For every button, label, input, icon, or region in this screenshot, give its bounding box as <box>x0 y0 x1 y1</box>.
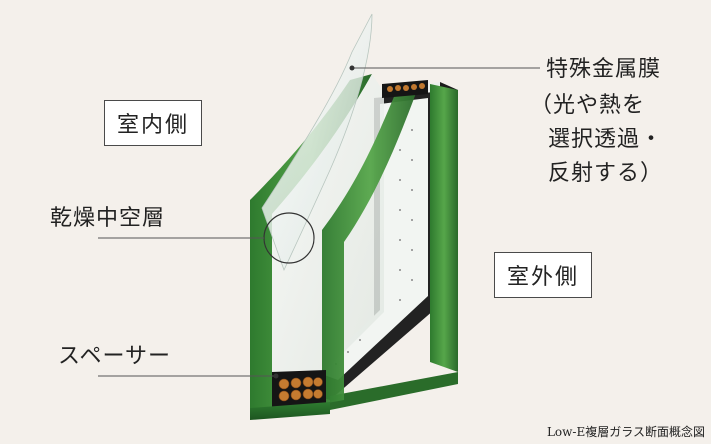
hollow-air-space <box>316 98 428 380</box>
spacer-leader-dot <box>273 373 279 379</box>
special-metal-film-sheet <box>261 13 373 272</box>
spacer-label: スペーサー <box>58 344 172 369</box>
metal-film-desc-1: （光や熱を <box>530 93 646 118</box>
metal-film-leader-dot <box>349 65 355 71</box>
diagram-caption: Low-E複層ガラス断面概念図 <box>546 425 705 439</box>
metal-film-title: 特殊金属膜 <box>546 57 662 82</box>
outdoor-side-label: 室外側 <box>494 252 593 298</box>
metal-film-desc-3: 反射する） <box>548 161 664 186</box>
indoor-side-label: 室内側 <box>104 100 203 146</box>
outer-pane-bottom-edge <box>330 372 458 410</box>
dry-hollow-layer-label: 乾燥中空層 <box>50 206 166 231</box>
bottom-desiccant <box>278 376 323 402</box>
bottom-green-base <box>250 402 330 420</box>
outer-pane-green-edge <box>430 84 458 372</box>
metal-film-desc-2: 選択透過・ <box>548 127 664 152</box>
middle-wavy-ridge <box>322 88 418 404</box>
top-desiccant <box>387 83 425 92</box>
